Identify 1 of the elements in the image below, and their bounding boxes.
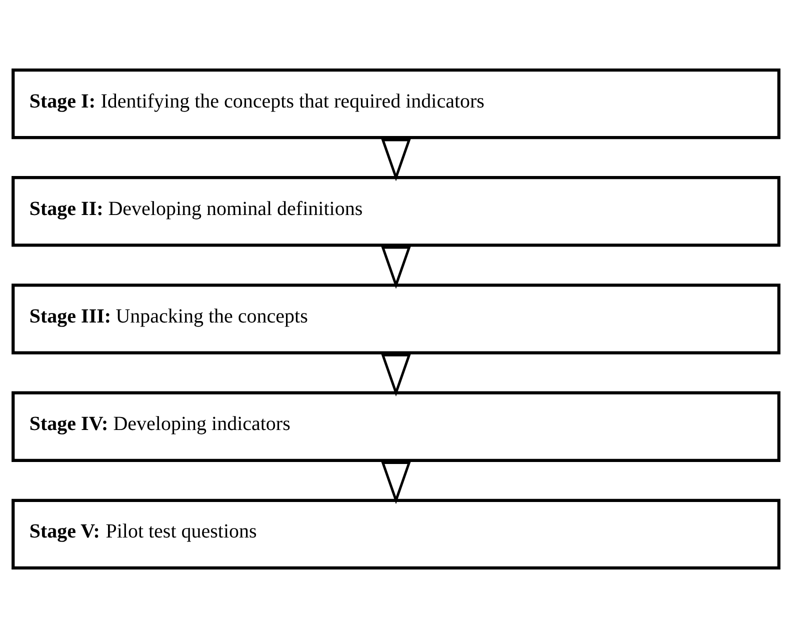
node-box: Stage V: Pilot test questions xyxy=(12,498,780,570)
